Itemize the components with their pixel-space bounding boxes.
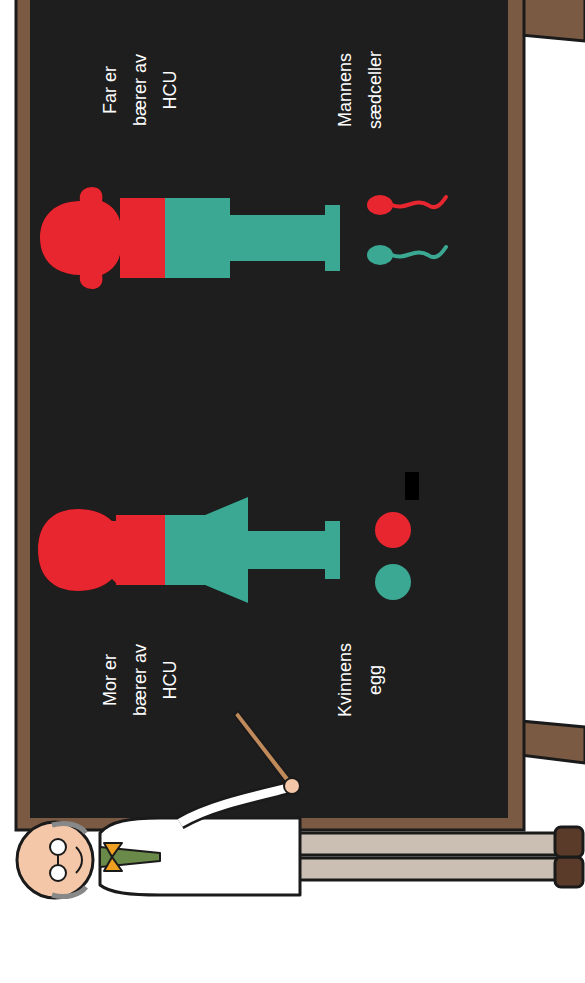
chalkboard: [30, 0, 508, 818]
mother-teal-half: [165, 497, 340, 603]
sperm-red: [367, 195, 446, 215]
father-figure: [40, 187, 340, 289]
easel-legs: [520, 0, 585, 763]
mother-red-half: [38, 497, 165, 603]
egg-teal: [375, 564, 411, 600]
board-mark: [405, 472, 419, 500]
father-teal-half: [165, 187, 340, 289]
parent-label: Far er bærer av HCU: [95, 44, 185, 136]
parent-label: Mor er bærer av HCU: [95, 634, 185, 726]
gamete-label: Kvinnens egg: [330, 634, 390, 726]
egg-red: [375, 512, 411, 548]
father-red-half: [40, 187, 165, 289]
sperm-teal: [367, 245, 446, 265]
professor: [17, 711, 583, 898]
mother-figure: [38, 497, 340, 603]
gamete-label: Mannens sædceller: [330, 44, 390, 136]
